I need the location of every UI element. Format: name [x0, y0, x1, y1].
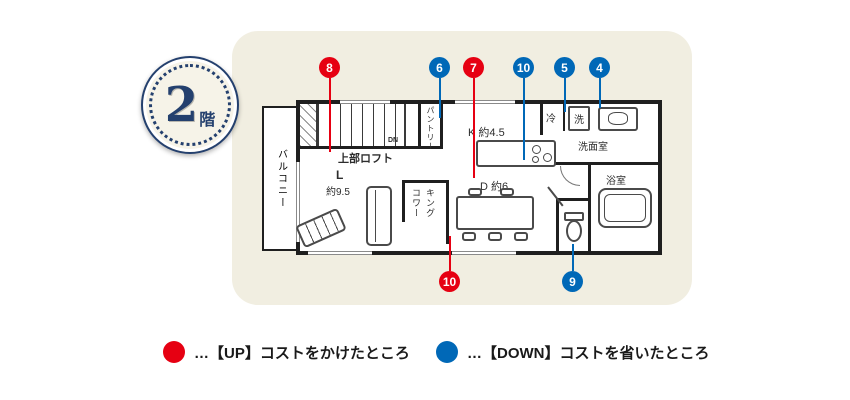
dining-table-icon — [456, 196, 534, 230]
wall — [588, 165, 591, 253]
legend-item-up: …【UP】コストをかけたところ — [163, 341, 410, 363]
marker-4: 4 — [589, 57, 610, 78]
marker-leader-line — [439, 78, 441, 118]
loft-label: 上部ロフト — [338, 153, 393, 165]
marker-leader-line — [449, 236, 451, 271]
marker-number: 10 — [442, 274, 457, 289]
marker-leader-line — [564, 78, 566, 112]
stairs-dn-label: DN — [388, 137, 399, 144]
sink-bowl-icon — [608, 112, 628, 125]
marker-number: 7 — [470, 60, 477, 75]
window — [452, 251, 516, 255]
chair-icon — [514, 232, 528, 241]
kitchen-label: K 約4.5 — [468, 127, 505, 139]
legend-up-dot-icon — [163, 341, 185, 363]
marker-number: 6 — [436, 60, 443, 75]
marker-leader-line — [572, 244, 574, 271]
stove-burner-icon — [532, 156, 539, 163]
marker-5: 5 — [554, 57, 575, 78]
marker-6: 6 — [429, 57, 450, 78]
floor-suffix: 階 — [199, 112, 216, 129]
bathtub-inner-icon — [604, 194, 646, 222]
bathtub-icon — [598, 188, 652, 228]
wall — [446, 180, 449, 244]
wall — [556, 198, 559, 253]
marker-number: 4 — [596, 60, 603, 75]
window — [340, 100, 390, 104]
badge-text: 2 階 — [143, 58, 237, 152]
sofa-icon — [366, 186, 392, 246]
window — [455, 100, 515, 104]
wall — [402, 180, 405, 222]
badge-dotted-ring-icon — [149, 64, 231, 146]
stove-burner-icon — [532, 145, 541, 154]
floor-number: 2 — [164, 77, 199, 133]
toilet-bowl-icon — [566, 220, 582, 242]
legend-up-text: …【UP】コストをかけたところ — [194, 344, 410, 362]
chair-icon — [488, 232, 502, 241]
bathroom-label: 浴室 — [606, 176, 626, 187]
washer-label: 洗 — [574, 115, 584, 126]
stair-void-hatch-icon — [300, 104, 318, 146]
living-label: L — [336, 168, 344, 182]
wall — [418, 104, 421, 149]
wall — [402, 180, 449, 183]
wall — [563, 104, 565, 131]
living-size-label: 約9.5 — [326, 187, 350, 198]
wall — [556, 198, 590, 201]
washer-icon — [568, 106, 590, 131]
marker-7: 7 — [463, 57, 484, 78]
chair-icon — [500, 188, 514, 196]
washroom-label: 洗面室 — [578, 142, 608, 153]
marker-leader-line — [523, 78, 525, 160]
stove-burner-icon — [543, 153, 552, 162]
chair-icon — [462, 232, 476, 241]
pantry-label: パントリー — [426, 106, 435, 151]
stairs-icon — [318, 104, 406, 146]
marker-number: 8 — [326, 60, 333, 75]
marker-leader-line — [473, 78, 475, 178]
marker-10-bottom: 10 — [439, 271, 460, 292]
marker-10-top: 10 — [513, 57, 534, 78]
marker-number: 5 — [561, 60, 568, 75]
marker-leader-line — [329, 78, 331, 152]
fridge-label: 冷 — [546, 114, 556, 125]
legend-item-down: …【DOWN】コストを省いたところ — [436, 341, 710, 363]
legend-down-text: …【DOWN】コストを省いたところ — [467, 344, 710, 362]
coworking-label-col1: コワー — [411, 188, 421, 218]
floor-badge: 2 階 — [141, 56, 239, 154]
wall — [300, 146, 420, 149]
legend-down-dot-icon — [436, 341, 458, 363]
window — [308, 251, 372, 255]
sofa-line-icon — [375, 190, 376, 242]
wall — [540, 104, 543, 135]
marker-number: 9 — [569, 274, 576, 289]
balcony: バルコニー — [262, 106, 300, 251]
marker-9: 9 — [562, 271, 583, 292]
coworking-label-col2: キング — [425, 188, 435, 218]
wall — [418, 146, 443, 149]
wall — [540, 162, 660, 165]
marker-leader-line — [599, 78, 601, 108]
balcony-door — [296, 162, 300, 242]
marker-number: 10 — [516, 60, 531, 75]
wall — [440, 104, 443, 149]
chair-icon — [468, 188, 482, 196]
kitchen-counter-icon — [476, 140, 556, 167]
marker-8: 8 — [319, 57, 340, 78]
balcony-label: バルコニー — [275, 148, 287, 209]
